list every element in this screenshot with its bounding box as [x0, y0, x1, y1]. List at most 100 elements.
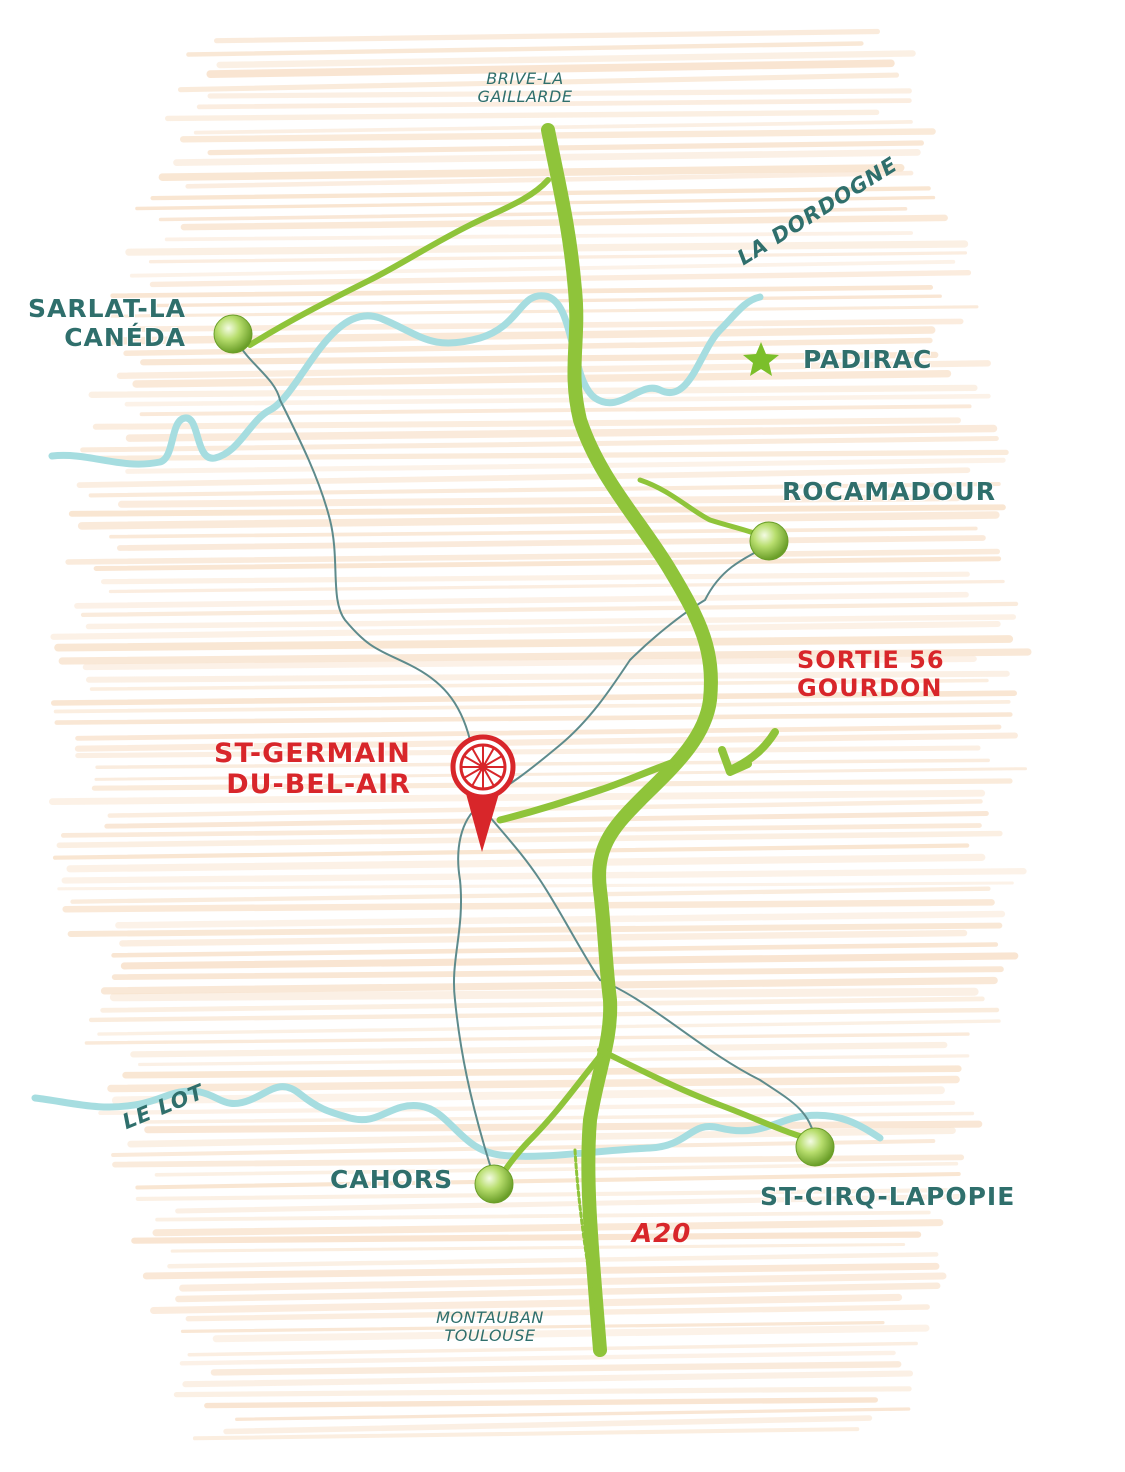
brush-stroke: [94, 767, 1027, 781]
brush-stroke: [50, 690, 1018, 706]
brush-stroke: [67, 922, 1003, 937]
brush-stroke: [187, 1341, 918, 1357]
brush-stroke: [93, 556, 1002, 571]
brush-stroke: [58, 648, 1032, 665]
brush-stroke: [86, 670, 1010, 683]
brush-stroke: [91, 778, 1013, 791]
brush-stroke: [135, 1188, 951, 1201]
stcirq-marker-icon[interactable]: [795, 1127, 835, 1167]
brush-stroke: [155, 1210, 931, 1222]
brush-stroke: [65, 548, 1001, 565]
brush-stroke: [97, 1019, 1001, 1036]
brush-stroke: [54, 712, 1013, 725]
brush-stroke: [84, 1032, 970, 1045]
brush-stroke: [127, 318, 964, 333]
brush-stroke: [95, 758, 990, 769]
brush-stroke: [54, 635, 1014, 652]
brush-stroke: [100, 571, 970, 585]
brush-stroke: [111, 1086, 945, 1105]
brush-stroke: [150, 1293, 903, 1315]
brush-stroke: [142, 1262, 940, 1280]
a20-highway: [541, 123, 718, 1357]
cahors-marker-icon[interactable]: [474, 1164, 514, 1204]
brush-stroke: [130, 1041, 948, 1058]
wheel-pin-icon[interactable]: [450, 734, 516, 852]
brush-stroke: [175, 1282, 941, 1303]
brush-stroke: [131, 1231, 922, 1244]
brush-stroke: [98, 1100, 956, 1116]
brush-stroke: [186, 41, 864, 57]
brush-stroke: [140, 351, 939, 366]
brush-stroke: [152, 1219, 944, 1237]
star-icon[interactable]: [743, 342, 779, 376]
background-brush-strokes: [49, 28, 1032, 1441]
brush-stroke: [85, 614, 1017, 630]
brush-stroke: [109, 987, 979, 1002]
brush-stroke: [115, 910, 1006, 929]
brush-stroke: [60, 823, 982, 838]
brush-stroke: [68, 504, 1006, 517]
label-cahors: CAHORS: [330, 1165, 454, 1194]
rocamadour-marker-icon[interactable]: [749, 521, 789, 561]
brush-stroke: [80, 601, 1019, 618]
brush-stroke: [223, 1415, 873, 1435]
brush-stroke: [235, 1407, 911, 1421]
brush-stroke: [150, 186, 931, 201]
brush-stroke: [196, 98, 912, 110]
brush-stroke: [125, 424, 998, 442]
brush-stroke: [206, 59, 895, 78]
brush-stroke: [88, 384, 978, 398]
brush-stroke: [214, 28, 881, 44]
brush-stroke: [207, 140, 925, 156]
sarlat-marker-icon[interactable]: [213, 314, 253, 354]
brush-stroke: [70, 886, 991, 904]
brush-stroke: [180, 1320, 885, 1334]
brush-stroke: [212, 1324, 930, 1343]
brush-stroke: [144, 1120, 983, 1134]
brush-stroke: [175, 1193, 968, 1214]
brush-stroke: [74, 591, 969, 609]
brush-stroke: [192, 1427, 860, 1441]
brush-stroke: [117, 535, 986, 551]
brush-stroke: [108, 579, 1005, 594]
brush-stroke: [148, 251, 968, 264]
brush-stroke: [74, 732, 1018, 752]
brush-stroke: [167, 1252, 939, 1269]
brush-stroke: [123, 337, 933, 357]
river-dordogne: [48, 292, 764, 468]
brush-stroke: [52, 843, 970, 860]
brush-stroke: [158, 207, 908, 222]
brush-stroke: [119, 929, 968, 947]
brush-stroke: [170, 1242, 906, 1253]
label-st-germain: ST-GERMAIN DU-BEL-AIR: [214, 738, 411, 801]
brush-stroke: [129, 259, 956, 278]
brush-stroke: [88, 481, 1001, 498]
label-montauban: MONTAUBAN TOULOUSE: [436, 1308, 544, 1346]
brush-stroke: [122, 1065, 962, 1079]
brush-stroke: [179, 1272, 947, 1292]
brush-stroke: [107, 1075, 960, 1093]
brush-stroke: [104, 811, 989, 829]
brush-stroke: [177, 72, 900, 93]
brush-stroke: [76, 467, 971, 488]
brush-stroke: [124, 393, 991, 407]
brush-stroke: [158, 164, 905, 181]
brush-stroke: [49, 789, 986, 805]
brush-stroke: [92, 449, 1009, 462]
main-roads: [247, 123, 818, 1357]
brush-stroke: [125, 457, 1006, 474]
label-sarlat: SARLAT-LA CANÉDA: [28, 294, 186, 352]
brush-stroke: [57, 881, 1014, 891]
brush-stroke: [135, 1171, 961, 1190]
brush-stroke: [149, 270, 972, 288]
label-padirac: PADIRAC: [803, 345, 933, 374]
brush-stroke: [111, 942, 999, 958]
brush-stroke: [150, 294, 942, 308]
brush-stroke: [50, 620, 1001, 640]
brush-stroke: [154, 1161, 959, 1177]
brush-stroke: [109, 526, 978, 539]
brush-stroke: [53, 700, 1011, 714]
brush-stroke: [185, 1304, 930, 1322]
